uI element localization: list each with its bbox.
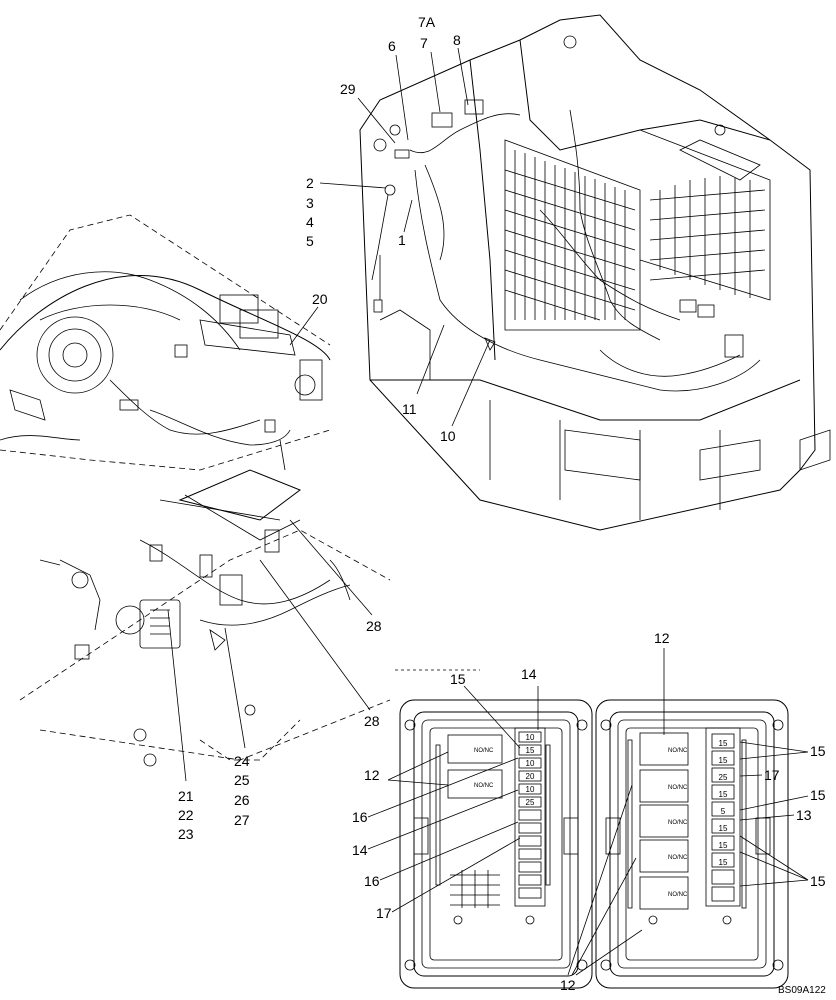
fuse-value: 15 — [526, 746, 535, 755]
callout-1: 1 — [398, 232, 406, 248]
fuse-value: 15 — [719, 756, 728, 765]
callout-16: 16 — [352, 809, 368, 825]
callout-7: 7 — [420, 35, 428, 51]
callout-17: 17 — [376, 905, 392, 921]
relay-label: NO/NC — [668, 785, 688, 791]
callout-23: 23 — [178, 826, 194, 842]
relay-label: NO/NC — [474, 748, 494, 754]
fuse-slot — [518, 796, 542, 808]
fuse-value: 5 — [721, 807, 726, 816]
callout-8: 8 — [453, 32, 461, 48]
callout-29: 29 — [340, 81, 356, 97]
callout-7A: 7A — [418, 14, 436, 30]
fuse-slot — [711, 784, 735, 800]
callout-25: 25 — [234, 772, 250, 788]
left-fuse-column: 10 15 10 20 10 25 — [518, 731, 542, 899]
callout-15: 15 — [810, 743, 826, 759]
fuse-slot — [711, 835, 735, 851]
callout-numbers: 7A 7 6 8 29 2 3 4 5 1 20 11 10 28 28 21 … — [178, 14, 826, 996]
callout-22: 22 — [178, 807, 194, 823]
fuse-value: 25 — [719, 773, 728, 782]
fuse-slot — [518, 757, 542, 769]
fuse-panels-illustration — [395, 669, 789, 989]
control-harness-illustration — [19, 469, 391, 767]
callout-6: 6 — [388, 38, 396, 54]
fuse-slot — [518, 848, 542, 860]
fuse-slot — [518, 874, 542, 886]
relay-label: NO/NC — [668, 820, 688, 826]
fuse-slot — [518, 731, 542, 743]
callout-20: 20 — [312, 291, 328, 307]
fuse-slot — [518, 861, 542, 873]
callout-24: 24 — [234, 753, 250, 769]
relay-label: NO/NC — [668, 892, 688, 898]
loader-frame-illustration — [359, 14, 831, 531]
engine-bay-illustration — [0, 214, 331, 471]
callout-28: 28 — [366, 618, 382, 634]
callout-26: 26 — [234, 792, 250, 808]
reference-code: BS09A122 — [778, 985, 826, 996]
callout-12: 12 — [560, 977, 576, 993]
relay-labels: NO/NC NO/NC NO/NC NO/NC NO/NC NO/NC NO/N… — [474, 748, 688, 898]
fuse-value: 10 — [526, 759, 535, 768]
relay-label: NO/NC — [668, 748, 688, 754]
fuse-value: 15 — [719, 824, 728, 833]
fuse-slot — [711, 869, 735, 885]
fuse-slot — [711, 818, 735, 834]
callout-4: 4 — [306, 214, 314, 230]
fuse-slot — [711, 750, 735, 766]
fuse-value: 15 — [719, 790, 728, 799]
fuse-value: 15 — [719, 858, 728, 867]
callout-27: 27 — [234, 812, 250, 828]
right-fuse-column: 15 15 25 15 5 15 15 15 — [711, 733, 735, 902]
fuse-value: 10 — [526, 785, 535, 794]
fuse-slot — [518, 822, 542, 834]
fuse-slot — [711, 733, 735, 749]
leader-lines — [167, 47, 809, 976]
callout-21: 21 — [178, 788, 194, 804]
fuse-slot — [518, 783, 542, 795]
fuse-slot — [518, 770, 542, 782]
grille — [504, 139, 766, 321]
relay-label: NO/NC — [474, 783, 494, 789]
fuse-value: 15 — [719, 739, 728, 748]
callout-16: 16 — [364, 873, 380, 889]
fuse-value: 25 — [526, 798, 535, 807]
callout-5: 5 — [306, 233, 314, 249]
fuse-value: 15 — [719, 841, 728, 850]
fuse-value: 20 — [526, 772, 535, 781]
callout-17: 17 — [764, 767, 780, 783]
fuse-slot — [711, 852, 735, 868]
fuse-slot — [518, 809, 542, 821]
fuse-slot — [711, 886, 735, 902]
callout-13: 13 — [796, 807, 812, 823]
callout-2: 2 — [306, 175, 314, 191]
relay-label: NO/NC — [668, 855, 688, 861]
callout-11: 11 — [402, 401, 417, 417]
callout-12: 12 — [654, 630, 670, 646]
callout-14: 14 — [521, 666, 537, 682]
callout-15: 15 — [450, 671, 466, 687]
fuse-slot — [518, 744, 542, 756]
callout-3: 3 — [306, 195, 314, 211]
fuse-slot — [518, 835, 542, 847]
callout-15: 15 — [810, 873, 826, 889]
fuse-slot — [518, 887, 542, 899]
callout-12: 12 — [364, 767, 380, 783]
callout-10: 10 — [440, 428, 456, 444]
fuse-value: 10 — [526, 733, 535, 742]
fuse-slot — [711, 801, 735, 817]
callout-28: 28 — [364, 713, 380, 729]
fuse-slot — [711, 767, 735, 783]
callout-14: 14 — [352, 842, 368, 858]
callout-15: 15 — [810, 787, 826, 803]
